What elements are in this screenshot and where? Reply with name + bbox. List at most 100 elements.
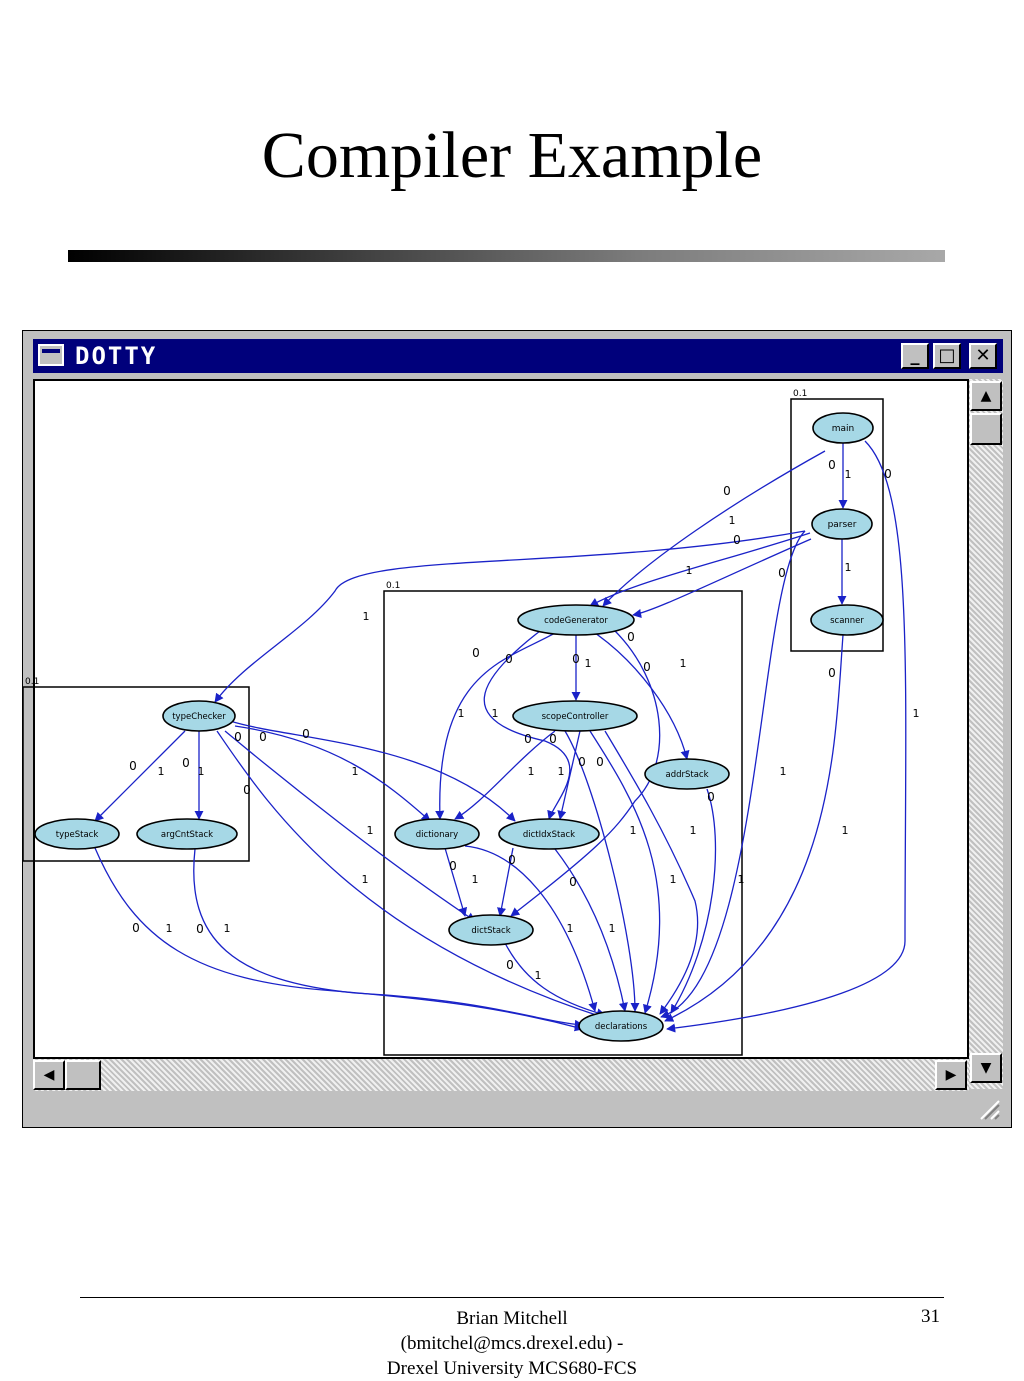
graph-edge	[554, 848, 628, 1012]
edge-label-one: 1	[458, 707, 465, 720]
edge-label-one: 1	[630, 824, 637, 837]
footer-line-email: (bmitchel@mcs.drexel.edu) -	[400, 1333, 624, 1354]
edge-label-one: 1	[528, 765, 535, 778]
cluster-label: 0.1	[25, 677, 39, 687]
node-label-declarations: declarations	[595, 1022, 648, 1032]
edge-label-one: 1	[535, 969, 542, 982]
edge-label-zero: 0	[723, 484, 731, 498]
edge-label-zero: 0	[733, 533, 741, 547]
horizontal-scrollbar[interactable]: ◀ ▶	[33, 1059, 969, 1091]
scroll-up-button[interactable]: ▲	[970, 381, 1002, 411]
node-typeChecker	[162, 700, 236, 732]
node-label-typeChecker: typeChecker	[172, 712, 226, 722]
graph-edge	[454, 730, 556, 820]
edge-label-one: 1	[352, 765, 359, 778]
edge-label-one: 1	[367, 824, 374, 837]
graph-edge	[632, 538, 812, 619]
edge-label-zero: 0	[569, 875, 577, 889]
node-declarations	[578, 1010, 664, 1042]
edge-label-one: 1	[780, 765, 787, 778]
footer-rule	[80, 1297, 944, 1298]
node-label-main: main	[832, 424, 855, 434]
cluster-box	[22, 686, 250, 862]
edge-label-zero: 0	[828, 458, 836, 472]
edge-label-zero: 0	[549, 732, 557, 746]
edge-label-zero: 0	[884, 467, 892, 481]
edge-label-one: 1	[609, 922, 616, 935]
edge-label-zero: 0	[778, 566, 786, 580]
graph-edge	[224, 730, 476, 922]
node-label-dictionary: dictionary	[416, 830, 458, 840]
edge-label-one: 1	[845, 468, 852, 481]
edge-label-one: 1	[158, 765, 165, 778]
title-gradient-bar	[68, 250, 945, 262]
edge-label-zero: 0	[508, 853, 516, 867]
edge-label-one: 1	[842, 824, 849, 837]
scroll-left-button[interactable]: ◀	[33, 1060, 65, 1090]
edge-label-zero: 0	[828, 666, 836, 680]
graph-edge	[214, 530, 806, 703]
edge-label-one: 1	[845, 561, 852, 574]
edge-label-zero: 0	[196, 922, 204, 936]
edge-label-one: 1	[224, 922, 231, 935]
footer-text: Brian Mitchell (bmitchel@mcs.drexel.edu)…	[352, 1306, 672, 1379]
cluster-box	[790, 398, 884, 652]
graph-edge	[435, 632, 556, 820]
edge-label-one: 1	[558, 765, 565, 778]
graph-edge	[510, 630, 661, 917]
graph-edge	[94, 730, 186, 822]
node-typeStack	[34, 818, 120, 850]
window-menu-icon[interactable]	[38, 344, 64, 366]
cluster-label: 0.1	[386, 581, 400, 591]
graph-edge	[444, 847, 468, 917]
node-label-scanner: scanner	[830, 616, 864, 626]
node-parser	[811, 508, 873, 540]
vertical-scroll-thumb[interactable]	[970, 413, 1002, 445]
edge-label-zero: 0	[505, 652, 513, 666]
footer-line-author: Brian Mitchell	[456, 1308, 568, 1329]
node-label-codeGenerator: codeGenerator	[544, 616, 608, 626]
vertical-scrollbar[interactable]: ▲ ▼	[969, 379, 1003, 1089]
edge-label-zero: 0	[129, 759, 137, 773]
maximize-button[interactable]: □	[933, 343, 961, 369]
graph-edge	[589, 730, 661, 1014]
edge-label-one: 1	[472, 873, 479, 886]
graph-edge	[604, 730, 699, 1015]
edge-label-zero: 0	[578, 755, 586, 769]
edge-label-one: 1	[166, 922, 173, 935]
node-label-dictIdxStack: dictIdxStack	[523, 830, 575, 840]
edge-label-one: 1	[362, 873, 369, 886]
edge-label-one: 1	[680, 657, 687, 670]
graph-edge	[660, 530, 806, 1019]
scroll-down-button[interactable]: ▼	[970, 1053, 1002, 1083]
node-label-addrStack: addrStack	[665, 770, 708, 780]
graph-edge	[589, 532, 811, 607]
node-label-scopeController: scopeController	[542, 712, 609, 722]
edge-label-one: 1	[670, 873, 677, 886]
edge-label-zero: 0	[472, 646, 480, 660]
edge-label-one: 1	[567, 922, 574, 935]
node-label-dictStack: dictStack	[471, 926, 510, 936]
edge-label-zero: 0	[243, 783, 251, 797]
close-button[interactable]: ✕	[969, 343, 997, 369]
edge-label-zero: 0	[182, 756, 190, 770]
resize-grip-icon[interactable]	[969, 1089, 1003, 1121]
edge-label-one: 1	[729, 514, 736, 527]
edge-label-zero: 0	[596, 755, 604, 769]
minimize-button[interactable]: _	[901, 343, 929, 369]
window-title-bar[interactable]: DOTTY _ □ ✕	[33, 339, 1003, 373]
edge-label-zero: 0	[506, 958, 514, 972]
node-dictStack	[448, 914, 534, 946]
edge-label-one: 1	[738, 873, 745, 886]
graph-edge	[193, 848, 584, 1029]
node-addrStack	[644, 758, 730, 790]
cluster-label: 0.1	[793, 389, 807, 399]
scroll-right-button[interactable]: ▶	[935, 1060, 967, 1090]
graph-edge	[497, 847, 514, 917]
horizontal-scroll-thumb[interactable]	[65, 1060, 101, 1090]
edge-label-one: 1	[690, 824, 697, 837]
slide-title: Compiler Example	[261, 119, 763, 192]
